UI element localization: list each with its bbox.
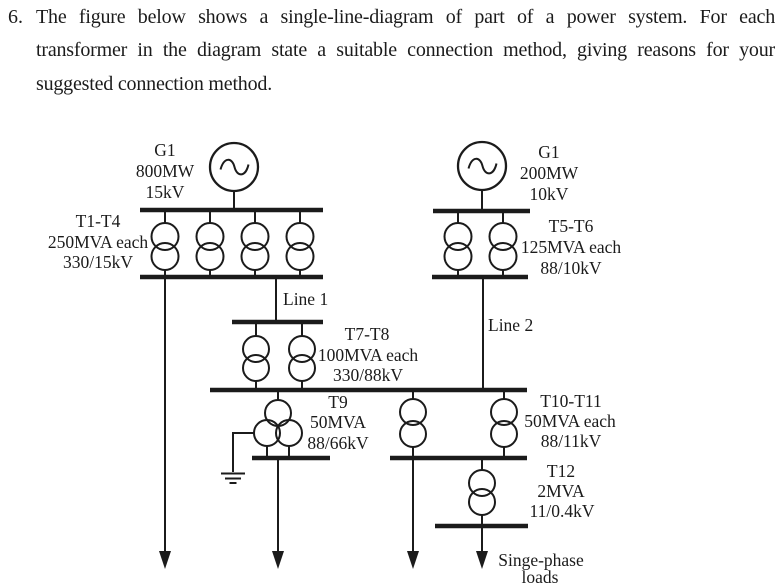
ground-icon [221, 472, 245, 484]
load-arrow-icon [159, 551, 171, 569]
line1-label: Line 1 [283, 289, 328, 309]
t9-label: T9 50MVA 88/66kV [307, 392, 369, 453]
sine-wave-icon [219, 158, 250, 176]
load-arrow-icon [272, 551, 284, 569]
transformer-voltage: 88/11kV [541, 431, 602, 451]
diagram-ink: G1 800MW 15kV G1 200MW 10kV T1-T4 250MVA… [48, 140, 622, 584]
transformer-bank-t7-t8 [242, 322, 316, 390]
load-arrows [159, 551, 488, 569]
question-line-3: suggested connection method. [36, 72, 273, 95]
transformer-voltage: 88/66kV [307, 433, 369, 453]
question-text: The figure below shows a single-line-dia… [36, 1, 775, 101]
t1-t4-label: T1-T4 250MVA each 330/15kV [48, 211, 149, 272]
transformer-rating: 250MVA each [48, 232, 149, 252]
question-line-2: transformer in the diagram state a suita… [36, 39, 775, 62]
transformer-t9-icon [221, 390, 303, 484]
transformer-name: T7-T8 [345, 324, 390, 344]
generator-voltage: 10kV [530, 184, 569, 204]
transformer-name: T1-T4 [76, 211, 121, 231]
transformer-rating: 100MVA each [318, 345, 419, 365]
generator-left-label: G1 800MW 15kV [136, 140, 195, 202]
transformer-t2-icon [195, 210, 225, 277]
t10-t11-label: T10-T11 50MVA each 88/11kV [524, 391, 616, 451]
transformer-name: T10-T11 [540, 391, 602, 411]
generator-right-label: G1 200MW 10kV [520, 142, 579, 204]
generator-power: 200MW [520, 163, 579, 183]
generator-name: G1 [154, 140, 175, 160]
generator-g1-right-icon [456, 140, 508, 211]
transformer-t5-icon [443, 211, 473, 277]
transformer-rating: 2MVA [537, 481, 585, 501]
transformer-t11-icon [490, 390, 518, 458]
generator-voltage: 15kV [146, 182, 185, 202]
line2-label: Line 2 [488, 315, 533, 335]
transformer-voltage: 330/15kV [63, 252, 133, 272]
transformer-name: T12 [547, 461, 575, 481]
generator-power: 800MW [136, 161, 195, 181]
transformer-voltage: 88/10kV [540, 258, 602, 278]
transformer-voltage: 330/88kV [333, 365, 403, 385]
t5-t6-label: T5-T6 125MVA each 88/10kV [521, 216, 622, 278]
transformer-t6-icon [488, 211, 518, 277]
transformer-rating: 50MVA [310, 412, 366, 432]
question-number: 6. [8, 6, 23, 28]
generator-name: G1 [538, 142, 559, 162]
transformer-t1-icon [150, 210, 180, 277]
transformer-rating: 125MVA each [521, 237, 622, 257]
generator-g1-left-icon [208, 141, 260, 210]
transformer-bank-t1-t4 [150, 210, 315, 277]
load-arrow-icon [407, 551, 419, 569]
transformer-t3-icon [240, 210, 270, 277]
transformer-t8-icon [288, 322, 316, 390]
load-arrow-icon [476, 551, 488, 569]
transformer-rating: 50MVA each [524, 411, 616, 431]
transformer-t12-icon [468, 458, 496, 526]
single-phase-loads-label: Singe-phase loads [498, 550, 584, 584]
transformer-t7-icon [242, 322, 270, 390]
transformer-voltage: 11/0.4kV [530, 501, 595, 521]
transformer-bank-t10-t11 [399, 390, 518, 458]
transformer-name: T5-T6 [549, 216, 594, 236]
tertiary-earth-wire [232, 432, 254, 472]
loads-label-line1: Singe-phase [498, 550, 584, 570]
transformer-t4-icon [285, 210, 315, 277]
t7-t8-label: T7-T8 100MVA each 330/88kV [318, 324, 419, 385]
t12-label: T12 2MVA 11/0.4kV [530, 461, 595, 521]
transformer-t10-icon [399, 390, 427, 458]
sine-wave-icon [467, 157, 498, 175]
transformer-name: T9 [328, 392, 348, 412]
loads-label-line2: loads [522, 567, 559, 584]
transformer-bank-t5-t6 [443, 211, 518, 277]
question-line-1: The figure below shows a single-line-dia… [36, 6, 775, 28]
